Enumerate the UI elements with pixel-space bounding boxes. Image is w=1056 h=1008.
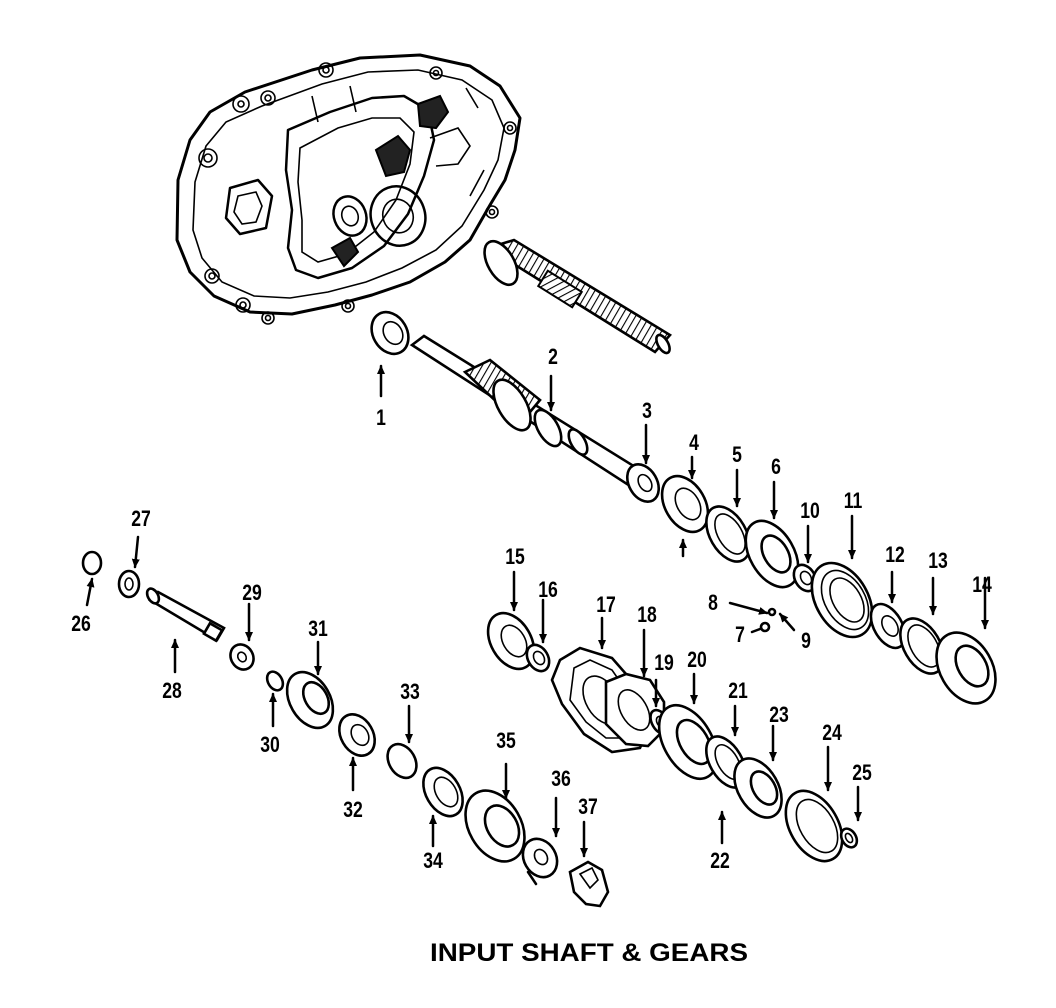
input-shaft: [409, 334, 642, 488]
part-20-gear: [657, 704, 719, 780]
callout-6: 6: [771, 455, 781, 479]
callout-11: 11: [844, 489, 863, 513]
callout-16: 16: [538, 578, 558, 602]
part-4-bearing: [660, 474, 710, 534]
callout-10: 10: [800, 499, 820, 523]
part-14-gear: [935, 631, 997, 705]
callout-2: 2: [548, 345, 558, 369]
part-33-ring: [386, 742, 418, 780]
part-11-synchronizer: [810, 561, 874, 639]
callout-26: 26: [71, 612, 91, 636]
part-25-ring: [839, 827, 859, 849]
callout-23: 23: [769, 703, 789, 727]
callout-3: 3: [642, 399, 652, 423]
diagram-title: INPUT SHAFT & GEARS: [430, 939, 748, 967]
part-7-8-pin: [750, 607, 777, 634]
callout-22: 22: [710, 849, 730, 873]
part-6-gear: [744, 519, 800, 589]
part-5-ring: [705, 505, 751, 563]
transaxle-housing: [175, 53, 522, 325]
part-35-gear: [464, 789, 526, 863]
callout-1: 1: [376, 406, 386, 430]
callout-8: 8: [708, 591, 718, 615]
callout-5: 5: [732, 443, 742, 467]
callout-31: 31: [308, 617, 328, 641]
callout-35: 35: [496, 729, 516, 753]
part-34-bearing: [422, 766, 464, 818]
callout-7: 7: [735, 623, 745, 647]
callout-33: 33: [400, 680, 420, 704]
callout-13: 13: [928, 549, 948, 573]
part-36-washer: [521, 837, 559, 886]
part-24-bearing-race: [784, 789, 844, 863]
callout-37: 37: [578, 795, 598, 819]
callout-28: 28: [162, 679, 182, 703]
callout-4: 4: [689, 431, 699, 455]
part-15-bearing: [486, 611, 536, 671]
callout-18: 18: [637, 603, 657, 627]
callout-17: 17: [596, 593, 616, 617]
callout-21: 21: [728, 679, 748, 703]
part-3-bearing: [625, 463, 661, 503]
callout-14: 14: [972, 573, 992, 597]
callout-19: 19: [654, 651, 674, 675]
callout-27: 27: [131, 507, 151, 531]
part-28-shaft: [145, 587, 226, 643]
callout-34: 34: [423, 849, 443, 873]
callout-30: 30: [260, 733, 280, 757]
part-12-needle-bearing: [869, 602, 907, 650]
part-29-washer: [229, 643, 255, 671]
part-37-cover: [568, 860, 610, 908]
leader-arrows: [85, 364, 989, 858]
part-31-gear: [285, 670, 335, 730]
output-shaft: [483, 238, 673, 355]
callout-labels: 1 2 3 4 5 6 7 8 9 10 11 12 13 14 15 16 1…: [71, 345, 992, 873]
callout-25: 25: [852, 761, 872, 785]
callout-12: 12: [885, 543, 905, 567]
callout-29: 29: [242, 581, 262, 605]
part-26-plug: [81, 550, 103, 576]
callout-24: 24: [822, 721, 842, 745]
callout-20: 20: [687, 648, 707, 672]
part-13-ring: [899, 617, 945, 675]
callout-36: 36: [551, 767, 571, 791]
part-16-ring: [525, 643, 551, 673]
bearing-1: [370, 310, 410, 356]
callout-9: 9: [801, 629, 811, 653]
part-32-bearing: [338, 713, 376, 757]
part-27-washer: [117, 569, 141, 599]
part-30-ring: [265, 670, 285, 692]
callout-15: 15: [505, 545, 525, 569]
callout-32: 32: [343, 798, 363, 822]
part-23-gear: [733, 757, 783, 819]
